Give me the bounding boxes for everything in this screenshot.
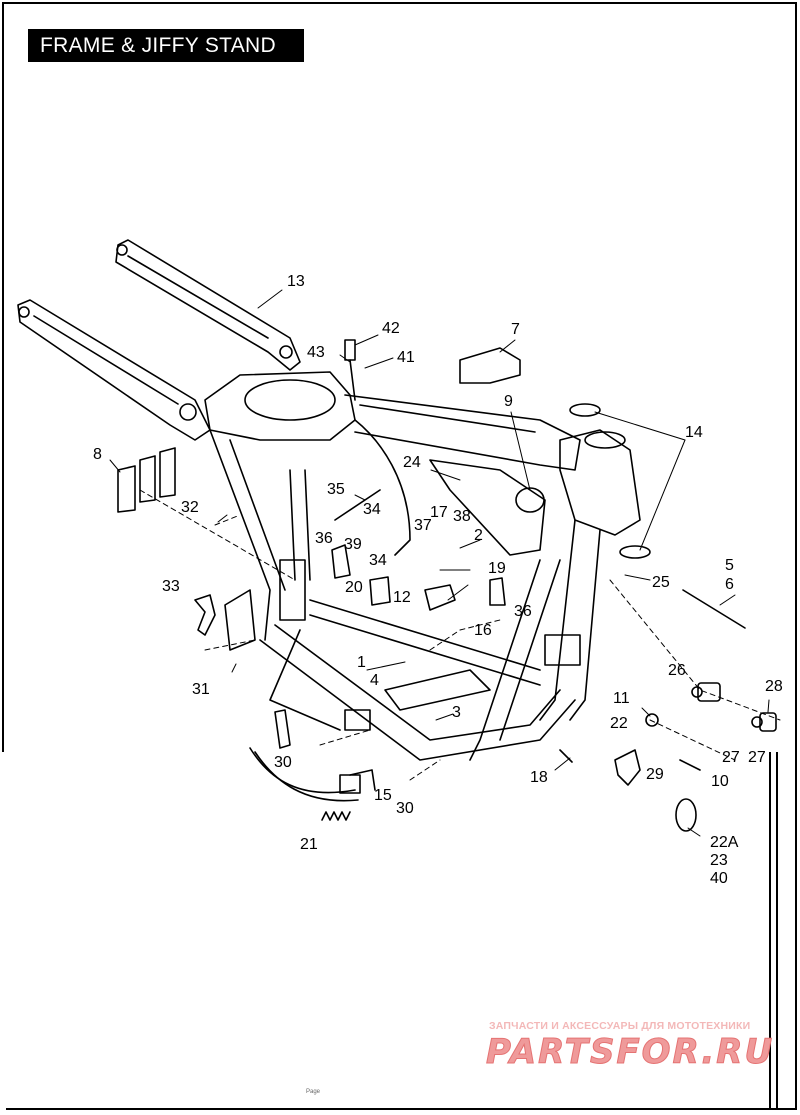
callout-14: 14 bbox=[685, 424, 703, 441]
callout-34: 34 bbox=[369, 552, 387, 569]
pin-5-6 bbox=[682, 589, 746, 629]
bracket-20 bbox=[369, 576, 391, 606]
callout-34: 34 bbox=[363, 501, 381, 518]
callout-30: 30 bbox=[396, 800, 414, 817]
frame-upper-backbone bbox=[204, 371, 581, 471]
scan-mask bbox=[0, 752, 6, 1112]
plate-12 bbox=[424, 584, 456, 611]
frame-downtubes bbox=[469, 519, 601, 761]
frame-lower-cradle bbox=[259, 599, 581, 761]
sensor-42 bbox=[344, 339, 356, 401]
bolt-35 bbox=[334, 489, 381, 521]
footer-page-mark: Page bbox=[306, 1089, 321, 1095]
page-title: FRAME & JIFFY STAND bbox=[28, 29, 304, 62]
steering-head bbox=[515, 429, 641, 536]
callout-5: 5 bbox=[725, 557, 734, 574]
callout-4: 4 bbox=[370, 672, 379, 689]
callout-43: 43 bbox=[307, 344, 325, 361]
washer-11 bbox=[645, 713, 659, 727]
callout-10: 10 bbox=[711, 773, 729, 790]
callout-8: 8 bbox=[93, 446, 102, 463]
clip-36-left bbox=[331, 544, 351, 579]
callout-3: 3 bbox=[452, 704, 461, 721]
callout-33: 33 bbox=[162, 578, 180, 595]
grommet-22a bbox=[675, 798, 697, 832]
callout-26: 26 bbox=[668, 662, 686, 679]
callout-29: 29 bbox=[646, 766, 664, 783]
callout-17: 17 bbox=[430, 504, 448, 521]
callout-22a: 22A bbox=[710, 834, 739, 851]
bearing-race-lower bbox=[619, 545, 651, 559]
clip-10 bbox=[679, 759, 701, 771]
callout-21: 21 bbox=[300, 836, 318, 853]
bracket-24 bbox=[429, 459, 546, 556]
callout-18: 18 bbox=[530, 769, 548, 786]
callout-36: 36 bbox=[514, 603, 532, 620]
scan-edge-lines bbox=[769, 752, 778, 1110]
switch-28 bbox=[751, 712, 777, 732]
wire-35 bbox=[354, 419, 411, 556]
bracket-7 bbox=[459, 347, 521, 384]
frame-rear-uprights bbox=[209, 429, 311, 641]
callout-9: 9 bbox=[504, 393, 513, 410]
callout-35: 35 bbox=[327, 481, 345, 498]
callout-25: 25 bbox=[652, 574, 670, 591]
rear-fender-strut-lower bbox=[17, 299, 211, 441]
callout-41: 41 bbox=[397, 349, 415, 366]
callout-22: 22 bbox=[610, 715, 628, 732]
callout-36: 36 bbox=[315, 530, 333, 547]
pin-18 bbox=[559, 749, 573, 763]
leader-lines bbox=[139, 489, 781, 781]
callout-19: 19 bbox=[488, 560, 506, 577]
clip-36-right bbox=[489, 577, 506, 606]
callout-leaders bbox=[109, 289, 770, 837]
jiffy-stand bbox=[249, 709, 361, 802]
watermark-tagline: ЗАПЧАСТИ И АКСЕССУАРЫ ДЛЯ МОТОТЕХНИКИ bbox=[489, 1020, 751, 1032]
bearing-race-upper bbox=[569, 403, 601, 417]
callout-27: 27 bbox=[722, 749, 740, 766]
callout-31: 31 bbox=[192, 681, 210, 698]
callout-13: 13 bbox=[287, 273, 305, 290]
callout-labels: 13 7 42 43 41 9 14 8 24 35 32 34 17 38 3… bbox=[93, 273, 783, 887]
bracket-29 bbox=[614, 749, 641, 786]
callout-32: 32 bbox=[181, 499, 199, 516]
callout-23: 23 bbox=[710, 852, 728, 869]
callout-37: 37 bbox=[414, 517, 432, 534]
bracket-33 bbox=[194, 594, 216, 636]
callout-12: 12 bbox=[393, 589, 411, 606]
callout-30: 30 bbox=[274, 754, 292, 771]
callout-38: 38 bbox=[453, 508, 471, 525]
bracket-15 bbox=[349, 769, 376, 791]
callout-24: 24 bbox=[403, 454, 421, 471]
bracket-8 bbox=[117, 447, 176, 513]
callout-7: 7 bbox=[511, 321, 520, 338]
callout-42: 42 bbox=[382, 320, 400, 337]
callout-11: 11 bbox=[613, 690, 630, 707]
callout-6: 6 bbox=[725, 576, 734, 593]
callout-28: 28 bbox=[765, 678, 783, 695]
callout-20: 20 bbox=[345, 579, 363, 596]
spring-21 bbox=[321, 811, 351, 821]
callout-16: 16 bbox=[474, 622, 492, 639]
mount-plate bbox=[224, 589, 256, 651]
callout-15: 15 bbox=[374, 787, 392, 804]
callout-39: 39 bbox=[344, 536, 362, 553]
watermark-logo: PARTSFOR.RU bbox=[485, 1032, 775, 1073]
callout-1: 1 bbox=[357, 654, 366, 671]
callout-27: 27 bbox=[748, 749, 766, 766]
callout-40: 40 bbox=[710, 870, 728, 887]
rear-fender-strut-upper bbox=[115, 239, 301, 371]
callout-2: 2 bbox=[474, 527, 483, 544]
